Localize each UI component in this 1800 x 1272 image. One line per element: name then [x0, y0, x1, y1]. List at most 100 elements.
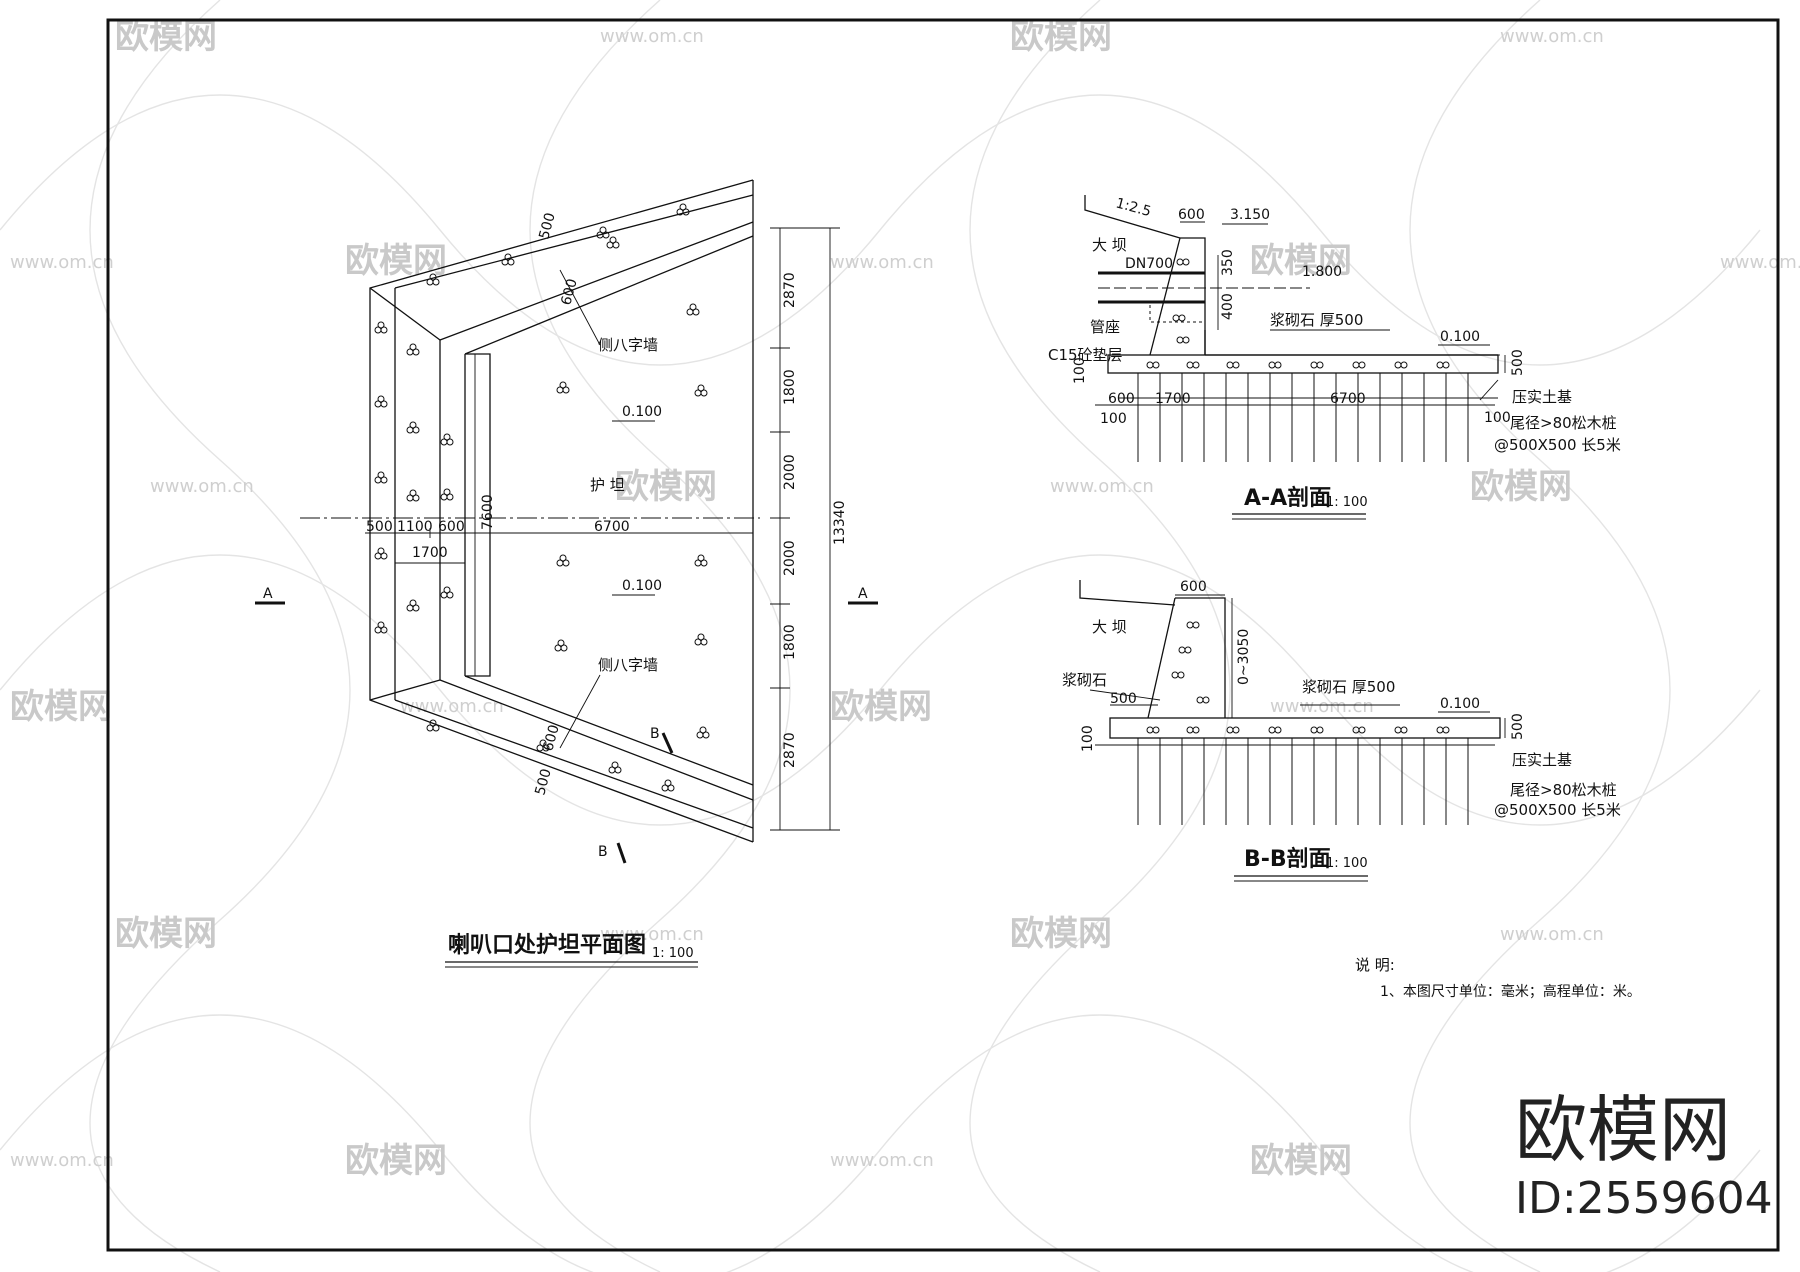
- watermark-url: www.om.cn: [1500, 26, 1604, 47]
- watermark-url: www.om.cn: [1050, 476, 1154, 497]
- dim-1800-top: 1800: [782, 369, 798, 405]
- watermark-url: www.om.cn: [600, 26, 704, 47]
- elevation-bottom: 0.100: [622, 578, 662, 594]
- aa-elev-3150: 3.150: [1230, 207, 1270, 223]
- bb-masonry-left-label: 浆砌石: [1062, 671, 1107, 689]
- wing-wall-label-bottom: 侧八字墙: [598, 656, 658, 674]
- section-mark-b-lower: B: [598, 844, 608, 860]
- aa-dim-b600: 600: [1108, 391, 1135, 407]
- watermark-url: www.om.cn: [10, 1150, 114, 1171]
- aa-cushion-label: C15砼垫层: [1048, 346, 1123, 364]
- sheet-border: [106, 18, 1780, 1252]
- plan-view: 侧八字墙 侧八字墙 护 坦 0.100 0.100 500 1100 600 6…: [255, 179, 878, 968]
- pile-lines-bb: [1137, 738, 1469, 825]
- aa-dim-350: 350: [1220, 249, 1236, 276]
- notes-heading: 说 明:: [1355, 956, 1395, 974]
- notes-item-1: 1、本图尺寸单位：毫米；高程单位：米。: [1380, 983, 1641, 1000]
- watermark-url: www.om.cn: [1270, 696, 1374, 717]
- dim-500: 500: [366, 519, 393, 535]
- watermark-brand: 欧模网: [1470, 467, 1572, 507]
- watermark-url: www.om.cn: [1500, 924, 1604, 945]
- bb-dim-500-right: 500: [1510, 713, 1526, 740]
- watermark-url: www.om.cn: [600, 924, 704, 945]
- aa-piles-label: 尾径>80松木桩: [1510, 414, 1617, 432]
- wing-wall-label-top: 侧八字墙: [598, 336, 658, 354]
- bb-masonry-label: 浆砌石 厚500: [1302, 678, 1395, 696]
- dim-1700: 1700: [412, 545, 448, 561]
- bb-pile-spacing-label: @500X500 长5米: [1494, 801, 1621, 819]
- watermark-pattern: [0, 0, 1761, 1272]
- bb-elev-0100: 0.100: [1440, 696, 1480, 712]
- watermark-brand: 欧模网: [345, 1141, 447, 1181]
- aa-dim-b6700: 6700: [1330, 391, 1366, 407]
- bb-dim-600: 600: [1180, 579, 1207, 595]
- watermark-url: www.om.cn: [1720, 252, 1800, 273]
- watermark-url: www.om.cn: [150, 476, 254, 497]
- dim-6700: 6700: [594, 519, 630, 535]
- aa-elev-1800: 1.800: [1302, 264, 1342, 280]
- dim-13340: 13340: [832, 500, 848, 545]
- plan-title: 喇叭口处护坦平面图: [448, 932, 646, 958]
- aa-elev-0100: 0.100: [1440, 329, 1480, 345]
- watermark-brand: 欧模网: [615, 467, 717, 507]
- aa-scale: 1: 100: [1326, 495, 1368, 510]
- aa-pipe-label: DN700: [1125, 256, 1173, 272]
- section-mark-a-left: A: [263, 586, 273, 602]
- pile-lines: [1137, 373, 1469, 462]
- watermark-brand: 欧模网: [1250, 241, 1352, 281]
- brand-id: ID:2559604: [1515, 1173, 1773, 1224]
- dim-2000-top: 2000: [782, 454, 798, 490]
- aa-dim-500-right: 500: [1510, 349, 1526, 376]
- aa-soil-label: 压实土基: [1512, 388, 1572, 406]
- watermark-brand: 欧模网: [115, 17, 217, 57]
- bb-soil-label: 压实土基: [1512, 751, 1572, 769]
- bb-piles-label: 尾径>80松木桩: [1510, 781, 1617, 799]
- notes: 说 明: 1、本图尺寸单位：毫米；高程单位：米。: [1355, 956, 1641, 1000]
- watermark-brand: 欧模网: [830, 687, 932, 727]
- watermark-brand: 欧模网: [345, 241, 447, 281]
- aa-dim-100-left: 100: [1072, 357, 1088, 384]
- bb-dim-500: 500: [1110, 691, 1137, 707]
- aa-dim-b1700: 1700: [1155, 391, 1191, 407]
- bb-title: B-B剖面: [1244, 846, 1331, 872]
- aa-dim-600: 600: [1178, 207, 1205, 223]
- aa-dam-label: 大 坝: [1092, 236, 1127, 254]
- aa-pipe-seat-label: 管座: [1090, 318, 1120, 336]
- bb-dam-label: 大 坝: [1092, 618, 1127, 636]
- aa-slope: 1:2.5: [1114, 195, 1153, 220]
- dim-wing-600-top: 600: [558, 277, 580, 307]
- watermark-brand: 欧模网: [1250, 1141, 1352, 1181]
- watermark-texts: 欧模网 欧模网 欧模网 欧模网 欧模网 欧模网 欧模网 欧模网 欧模网 欧模网 …: [10, 17, 1800, 1181]
- watermark-brand: 欧模网: [10, 687, 112, 727]
- aa-dim-b100: 100: [1100, 411, 1127, 427]
- section-bb: 600 大 坝 0~3050 浆砌石 500 浆砌石 厚500 0.100 10…: [1062, 579, 1621, 882]
- section-mark-b-upper: B: [650, 726, 660, 742]
- plan-outline: [369, 179, 754, 843]
- watermark-url: www.om.cn: [830, 252, 934, 273]
- section-mark-a-right: A: [858, 586, 868, 602]
- aa-pile-spacing-label: @500X500 长5米: [1494, 436, 1621, 454]
- watermark-brand: 欧模网: [115, 914, 217, 954]
- dim-wing-500-top: 500: [536, 211, 558, 241]
- aa-dim-400: 400: [1220, 293, 1236, 320]
- plan-scale: 1: 100: [652, 946, 694, 961]
- watermark-brand: 欧模网: [1010, 17, 1112, 57]
- brand-watermark: 欧模网 ID:2559604: [1515, 1088, 1773, 1224]
- brand-logo-text: 欧模网: [1515, 1088, 1731, 1172]
- aa-title: A-A剖面: [1244, 485, 1331, 511]
- dim-1800-bottom: 1800: [782, 624, 798, 660]
- dim-7600: 7600: [480, 494, 496, 530]
- aa-masonry-label: 浆砌石 厚500: [1270, 311, 1363, 329]
- dim-600: 600: [438, 519, 465, 535]
- apron-label: 护 坦: [590, 476, 625, 494]
- dim-wing-600-bottom: 600: [540, 723, 562, 753]
- watermark-url: www.om.cn: [10, 252, 114, 273]
- bb-scale: 1: 100: [1326, 856, 1368, 871]
- watermark-brand: 欧模网: [1010, 914, 1112, 954]
- watermark-url: www.om.cn: [830, 1150, 934, 1171]
- dim-wing-500-bottom: 500: [532, 767, 554, 797]
- dim-2000-bottom: 2000: [782, 540, 798, 576]
- elevation-top: 0.100: [622, 404, 662, 420]
- dim-1100: 1100: [397, 519, 433, 535]
